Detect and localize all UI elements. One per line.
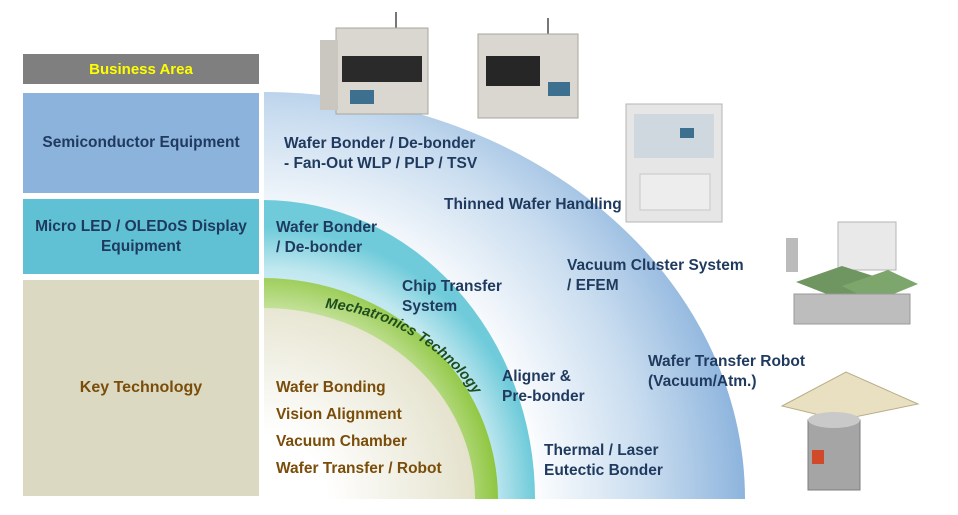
chip-transfer-system-line1: Chip Transfer — [402, 278, 502, 295]
display-wafer-bonder-line2: / De-bonder — [276, 239, 363, 256]
key-technology-arc — [263, 308, 475, 499]
semiconductor-wafer-bonder-label: Wafer Bonder / De-bonder - Fan-Out WLP /… — [284, 134, 477, 174]
wafer-bonder-machine-2 — [477, 18, 579, 119]
wafer-transfer-robot-line2: (Vacuum/Atm.) — [648, 373, 757, 390]
aligner-pre-bonder-label: Aligner & Pre-bonder — [502, 367, 585, 407]
vacuum-cluster-system-label: Vacuum Cluster System / EFEM — [567, 256, 744, 296]
key-technology-list: Wafer Bonding Vision Alignment Vacuum Ch… — [276, 374, 442, 482]
chip-transfer-system-line2: System — [402, 298, 458, 315]
thinned-wafer-handling-machine — [625, 103, 723, 223]
vacuum-cluster-system-line2: / EFEM — [567, 277, 619, 294]
semiconductor-wafer-bonder-line2: - Fan-Out WLP / PLP / TSV — [284, 155, 478, 172]
semiconductor-equipment-cell: Semiconductor Equipment — [23, 93, 259, 193]
wafer-transfer-robot-machine — [780, 371, 920, 491]
thermal-laser-bonder-label: Thermal / Laser Eutectic Bonder — [544, 441, 663, 481]
aligner-pre-bonder-line1: Aligner & — [502, 368, 571, 385]
display-wafer-bonder-line1: Wafer Bonder — [276, 219, 378, 236]
display-wafer-bonder-label: Wafer Bonder / De-bonder — [276, 218, 377, 258]
key-technology-item: Wafer Bonding — [276, 379, 386, 396]
aligner-pre-bonder-line2: Pre-bonder — [502, 388, 585, 405]
left-divider — [259, 88, 264, 500]
thermal-laser-bonder-line2: Eutectic Bonder — [544, 462, 663, 479]
wafer-transfer-robot-label: Wafer Transfer Robot (Vacuum/Atm.) — [648, 352, 805, 392]
vacuum-cluster-system-line1: Vacuum Cluster System — [567, 257, 744, 274]
thermal-laser-bonder-line1: Thermal / Laser — [544, 442, 659, 459]
key-technology-item: Vacuum Chamber — [276, 433, 407, 450]
vacuum-cluster-system-machine — [786, 221, 918, 325]
display-equipment-cell: Micro LED / OLEDoS Display Equipment — [23, 199, 259, 274]
key-technology-cell: Key Technology — [23, 280, 259, 496]
key-technology-item: Vision Alignment — [276, 406, 402, 423]
wafer-bonder-machine-1 — [320, 12, 429, 115]
wafer-transfer-robot-line1: Wafer Transfer Robot — [648, 353, 806, 370]
semiconductor-wafer-bonder-line1: Wafer Bonder / De-bonder — [284, 135, 476, 152]
thinned-wafer-handling-label: Thinned Wafer Handling — [444, 196, 622, 213]
chip-transfer-system-label: Chip Transfer System — [402, 277, 502, 317]
business-area-header: Business Area — [23, 54, 259, 84]
key-technology-item: Wafer Transfer / Robot — [276, 460, 442, 477]
